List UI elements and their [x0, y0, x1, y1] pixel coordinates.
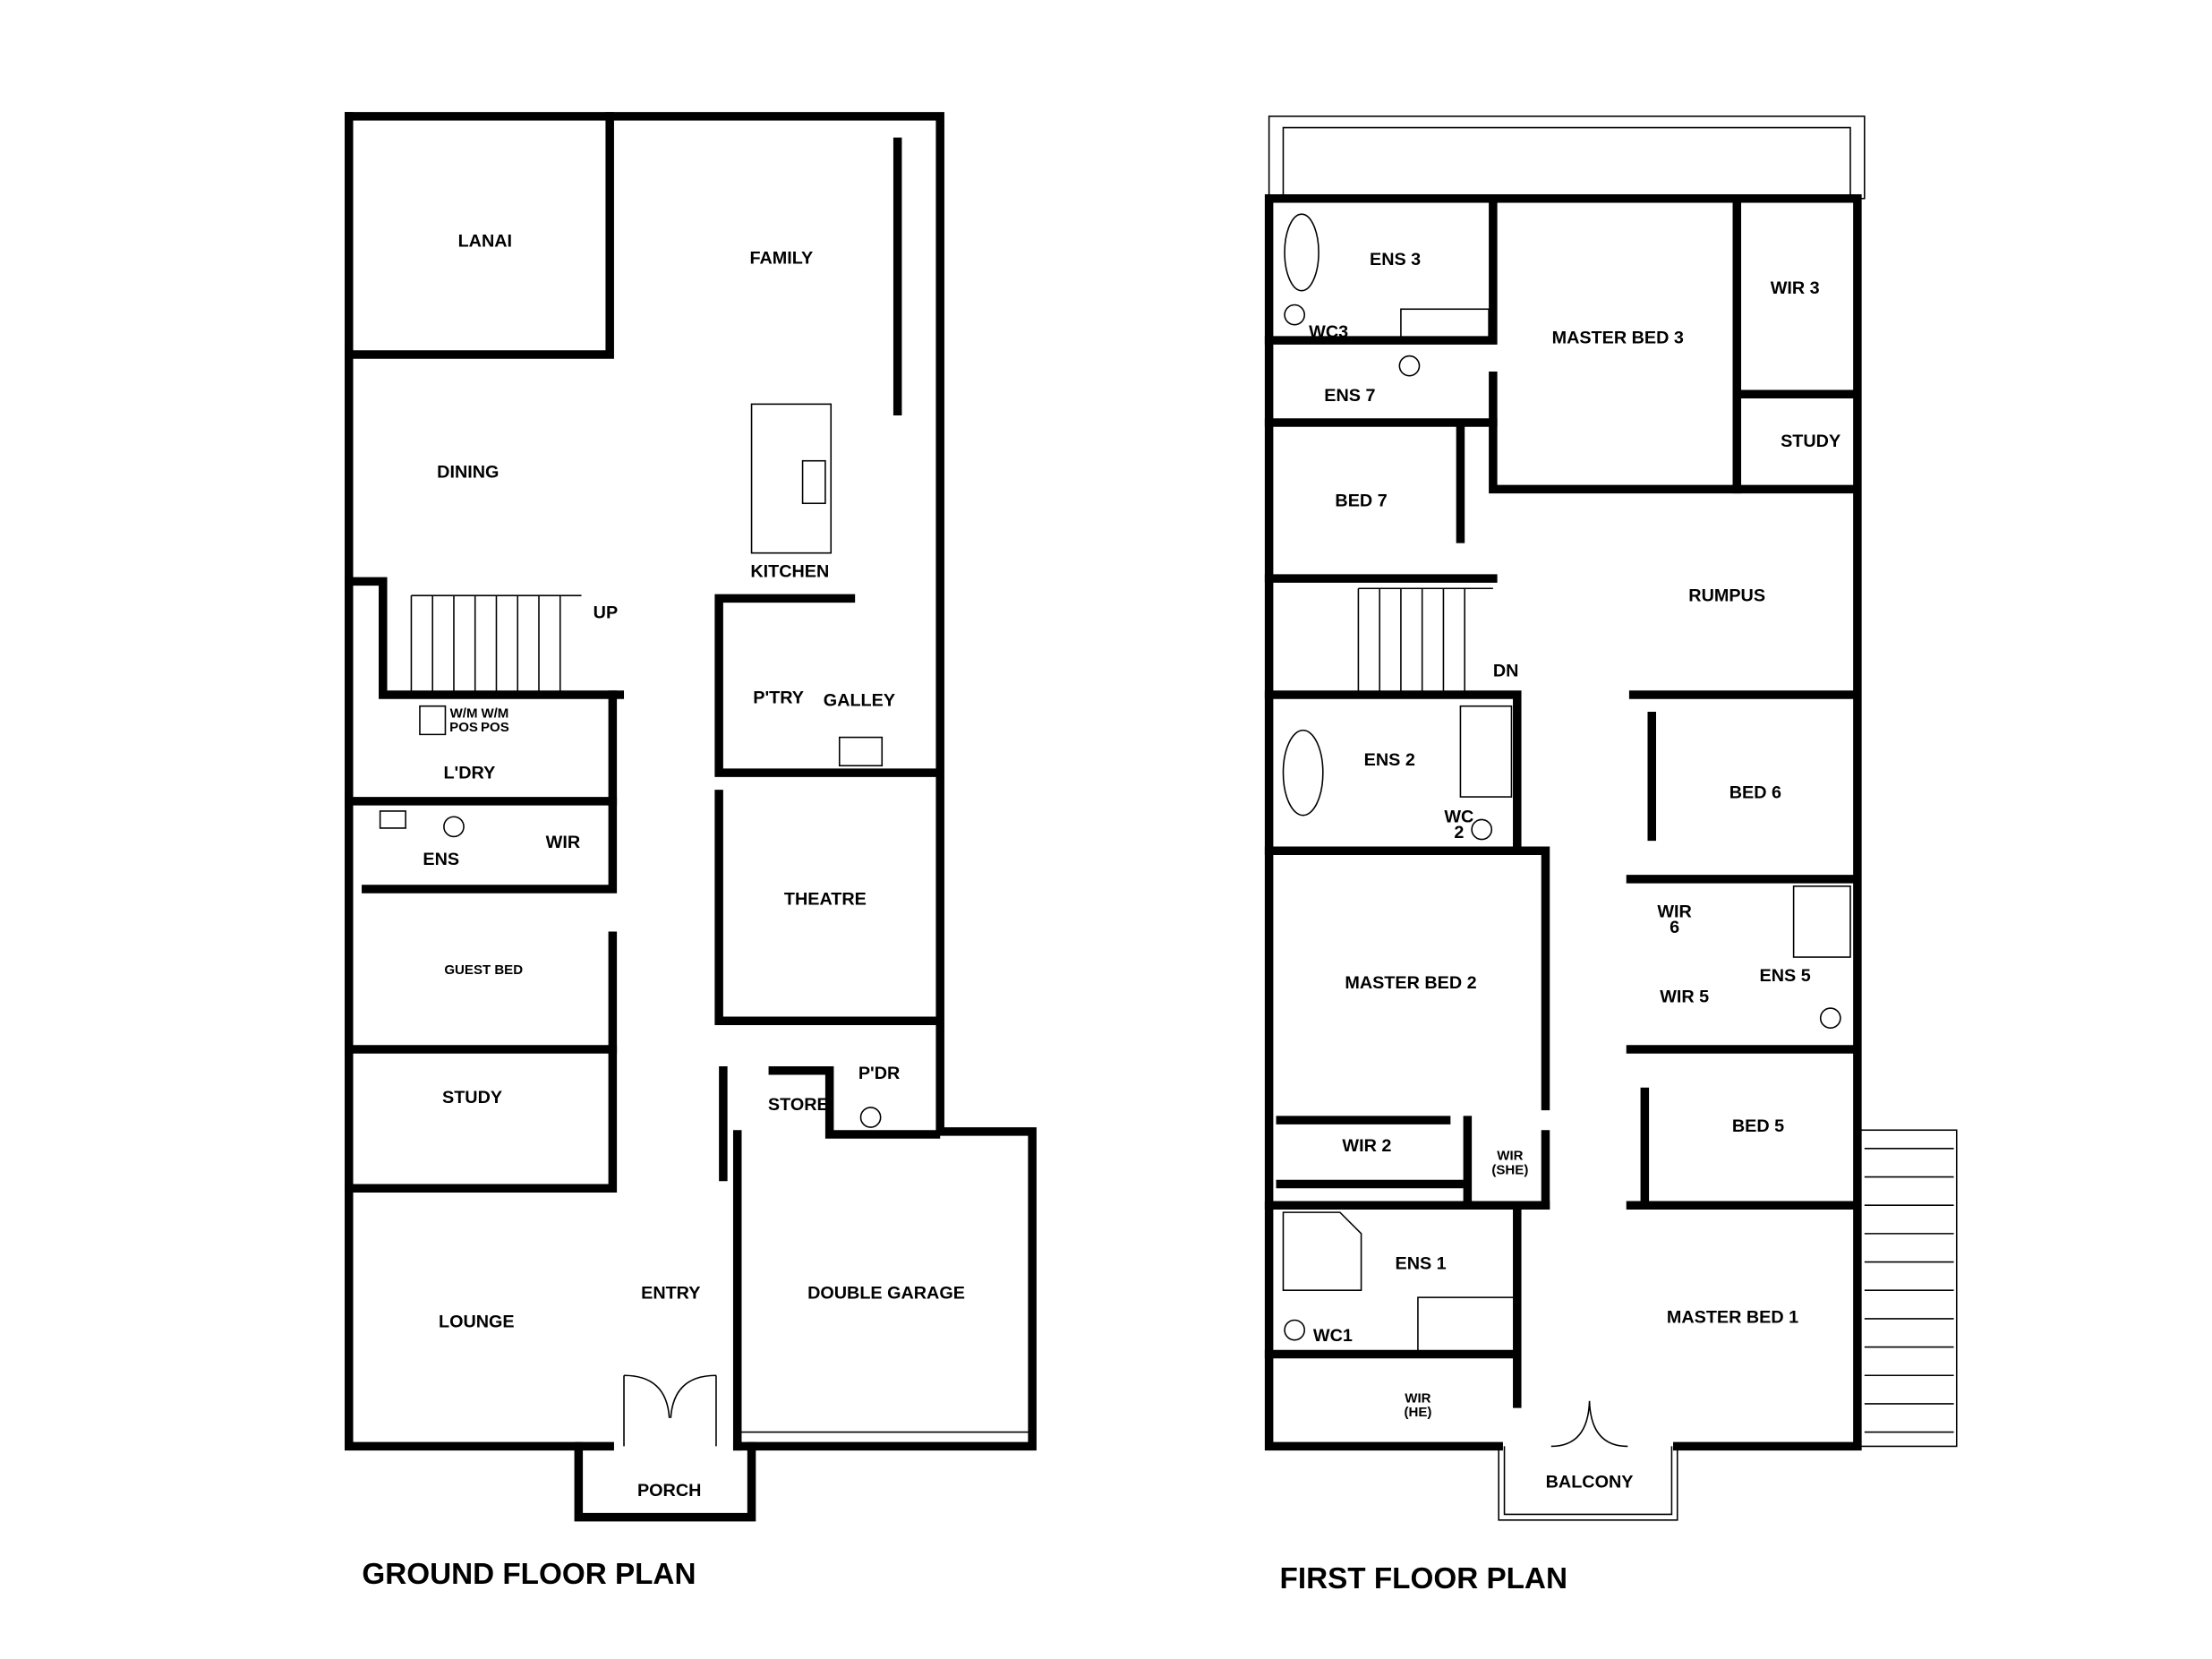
- roof-overhang: [1268, 115, 1866, 200]
- room-label-wir-he-b: (HE): [1404, 1405, 1431, 1420]
- room-label-wir-he: WIR: [1405, 1390, 1431, 1406]
- toilet-icon: [859, 1107, 882, 1128]
- toilet-icon: [443, 816, 465, 838]
- room-label-bed-5: BED 5: [1732, 1116, 1784, 1136]
- ground-floor-plan: LANAI FAMILY DINING KITCHEN UP P'TRY GAL…: [345, 112, 1037, 1591]
- staircase: [410, 594, 582, 696]
- room-label-wir: WIR: [546, 833, 580, 852]
- room-label-theatre: THEATRE: [784, 889, 867, 909]
- room-label-wir-5: WIR 5: [1660, 988, 1709, 1007]
- room-label-wir-6b: 6: [1670, 918, 1679, 937]
- room-label-study: STUDY: [442, 1088, 502, 1107]
- room-label-wir-2: WIR 2: [1342, 1136, 1391, 1156]
- room-label-double-garage: DOUBLE GARAGE: [807, 1284, 965, 1304]
- room-label-entry: ENTRY: [641, 1284, 700, 1304]
- room-label-ens-3: ENS 3: [1370, 250, 1421, 269]
- room-label-wc1: WC1: [1313, 1326, 1353, 1346]
- spa-bath-icon: [1282, 1211, 1362, 1292]
- room-label-lounge: LOUNGE: [439, 1312, 515, 1331]
- toilet-icon: [1819, 1007, 1841, 1030]
- ground-floor-walls: [345, 112, 1037, 1522]
- room-label-balcony: BALCONY: [1546, 1472, 1634, 1492]
- toilet-icon: [1284, 1319, 1306, 1341]
- room-label-porch: PORCH: [637, 1481, 701, 1501]
- ground-floor-labels: LANAI FAMILY DINING KITCHEN UP P'TRY GAL…: [423, 232, 965, 1501]
- first-floor-fixtures: [1282, 213, 1851, 1448]
- room-label-wc3: WC3: [1309, 322, 1348, 342]
- first-floor-labels: ENS 3 WIR 3 WC3 MASTER BED 3 ENS 7 STUDY…: [1309, 250, 1840, 1492]
- room-label-wir-she-b: (SHE): [1491, 1162, 1528, 1177]
- first-floor-balcony: [1498, 1446, 1678, 1521]
- room-label-laundry: L'DRY: [443, 763, 495, 782]
- ground-floor-fixtures: [379, 403, 1029, 1447]
- room-label-dining: DINING: [437, 463, 499, 483]
- room-label-ens: ENS: [423, 850, 459, 869]
- room-label-family: FAMILY: [749, 249, 813, 269]
- room-label-ens-2: ENS 2: [1364, 750, 1415, 770]
- room-label-wir-she: WIR: [1497, 1149, 1523, 1164]
- room-label-master-bed-1: MASTER BED 1: [1667, 1308, 1798, 1328]
- room-label-bed-7: BED 7: [1335, 491, 1387, 510]
- room-label-master-bed-2: MASTER BED 2: [1345, 973, 1476, 993]
- shower-icon: [1417, 1296, 1516, 1353]
- toilet-icon: [1284, 304, 1306, 326]
- balcony-door: [1550, 1400, 1628, 1448]
- ground-floor-title: GROUND FLOOR PLAN: [362, 1558, 696, 1591]
- shower-icon: [1400, 308, 1490, 341]
- room-label-pantry: P'TRY: [753, 688, 804, 708]
- first-floor-walls: [1264, 193, 1862, 1451]
- room-label-lanai: LANAI: [458, 232, 512, 252]
- entry-door: [623, 1374, 717, 1447]
- wm-pos-label-1: W/M: [450, 706, 478, 721]
- shower-icon: [1792, 885, 1851, 958]
- stairs-up-label: UP: [594, 603, 618, 623]
- room-label-wc-2: WC: [1444, 808, 1473, 827]
- wm-pos-label-2: W/M: [481, 706, 508, 721]
- shower-icon: [1459, 705, 1513, 798]
- toilet-icon: [1471, 818, 1493, 841]
- room-label-ens-7: ENS 7: [1324, 386, 1375, 406]
- room-label-galley: GALLEY: [824, 691, 895, 711]
- staircase: [1357, 587, 1493, 696]
- kitchen-island: [750, 403, 833, 554]
- room-label-store: STORE: [768, 1095, 829, 1115]
- stairs-down-label: DN: [1493, 661, 1519, 680]
- rear-deck: [1859, 1129, 1958, 1448]
- room-label-guest-bed: GUEST BED: [444, 962, 523, 978]
- first-floor-title: FIRST FLOOR PLAN: [1280, 1562, 1567, 1595]
- wm-pos-label-2b: POS: [481, 720, 509, 735]
- room-label-study: STUDY: [1781, 432, 1840, 451]
- room-label-wir-6: WIR: [1657, 902, 1691, 922]
- cooktop-icon: [838, 736, 884, 767]
- room-label-powder: P'DR: [858, 1064, 900, 1083]
- room-label-kitchen: KITCHEN: [750, 562, 829, 582]
- toilet-icon: [1398, 355, 1421, 377]
- sink-icon: [801, 459, 826, 505]
- room-label-wir-3: WIR 3: [1771, 278, 1820, 298]
- room-label-bed-6: BED 6: [1729, 783, 1781, 803]
- bathtub-icon: [1282, 729, 1324, 817]
- room-label-rumpus: RUMPUS: [1688, 586, 1765, 606]
- first-floor-plan: ENS 3 WIR 3 WC3 MASTER BED 3 ENS 7 STUDY…: [1264, 115, 1958, 1595]
- room-label-ens-5: ENS 5: [1760, 966, 1811, 986]
- wm-pos-label-1b: POS: [449, 720, 478, 735]
- bathtub-icon: [1284, 213, 1320, 292]
- room-label-master-bed-3: MASTER BED 3: [1552, 328, 1684, 347]
- room-label-ens-1: ENS 1: [1396, 1253, 1447, 1273]
- sink-icon: [379, 705, 447, 829]
- room-label-wc-2b: 2: [1454, 823, 1464, 842]
